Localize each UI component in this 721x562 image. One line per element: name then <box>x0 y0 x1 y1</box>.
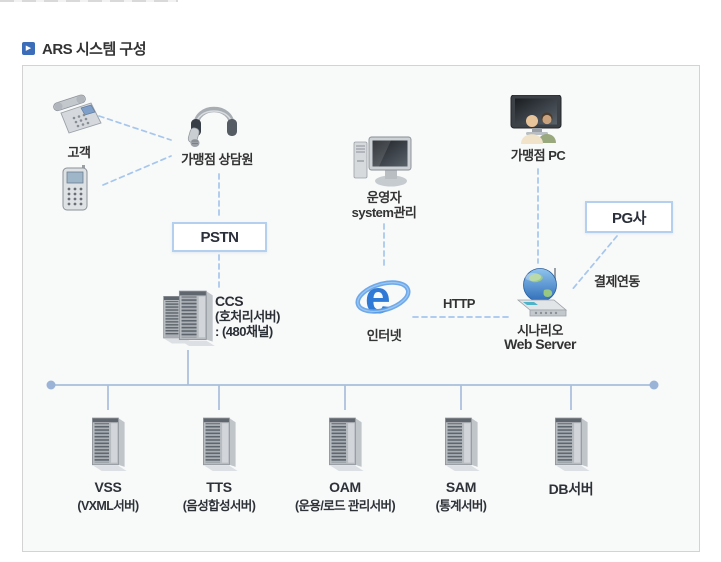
dual-tower-server-icon <box>159 288 217 355</box>
page-header: ▶ ARS 시스템 구성 <box>22 38 147 59</box>
server-name: SAM <box>445 479 477 495</box>
http-label: HTTP <box>443 296 475 311</box>
headset-icon <box>186 90 240 153</box>
counselor-label: 가맹점 상담원 <box>181 152 253 167</box>
tower-server-icon <box>550 416 592 472</box>
server-desc: (VXML서버) <box>77 499 139 513</box>
desk-phone-icon <box>51 91 105 142</box>
operator-label-line1: 운영자 <box>366 190 402 205</box>
server-name: DB서버 <box>548 481 594 497</box>
server-desc: (음성합성서버) <box>182 499 256 513</box>
desktop-pc-icon <box>351 134 415 195</box>
ccs-label-block: CCS (호처리서버) : (480채널) <box>215 293 280 340</box>
web-server-label-line1: 시나리오 <box>517 323 563 338</box>
server-name: OAM <box>329 479 361 495</box>
page-title: ARS 시스템 구성 <box>42 41 147 58</box>
tower-server-icon <box>198 416 240 472</box>
ccs-desc1: (호처리서버) <box>215 309 280 324</box>
pstn-box: PSTN <box>172 222 267 252</box>
server-desc: (통계서버) <box>435 499 487 513</box>
tower-server-icon <box>87 416 129 472</box>
server-name: VSS <box>94 479 122 495</box>
server-desc: (운용/로드 관리서버) <box>294 499 396 513</box>
internet-label: 인터넷 <box>366 328 402 343</box>
svg-text:e: e <box>365 271 391 323</box>
ccs-desc2: : (480채널) <box>215 324 273 339</box>
server-tts: TTS (음성합성서버) <box>144 416 294 514</box>
cropped-edge-artifact <box>0 0 178 2</box>
customer-label: 고객 <box>67 145 91 160</box>
pg-box: PG사 <box>585 201 673 233</box>
web-server-label-line2: Web Server <box>504 336 576 352</box>
connection-lines <box>46 115 659 410</box>
merchant-pc-label: 가맹점 PC <box>510 148 566 163</box>
arrow-bullet-icon: ▶ <box>22 42 35 55</box>
payment-link-label: 결제연동 <box>594 274 640 289</box>
operator-label-line2: system관리 <box>351 205 417 220</box>
ccs-name: CCS <box>215 293 244 309</box>
server-vss: VSS (VXML서버) <box>33 416 183 514</box>
server-db: DB서버 <box>496 416 646 499</box>
tower-server-icon <box>440 416 482 472</box>
internet-explorer-icon: e <box>355 271 411 330</box>
globe-router-icon <box>510 266 570 325</box>
pc-users-icon <box>507 94 567 150</box>
tower-server-icon <box>324 416 366 472</box>
diagram-panel: 고객 가맹점 상담원 PSTN <box>22 65 700 552</box>
server-oam: OAM (운용/로드 관리서버) <box>270 416 420 514</box>
mobile-phone-icon <box>59 165 91 216</box>
server-name: TTS <box>206 479 232 495</box>
server-sam: SAM (통계서버) <box>386 416 536 514</box>
